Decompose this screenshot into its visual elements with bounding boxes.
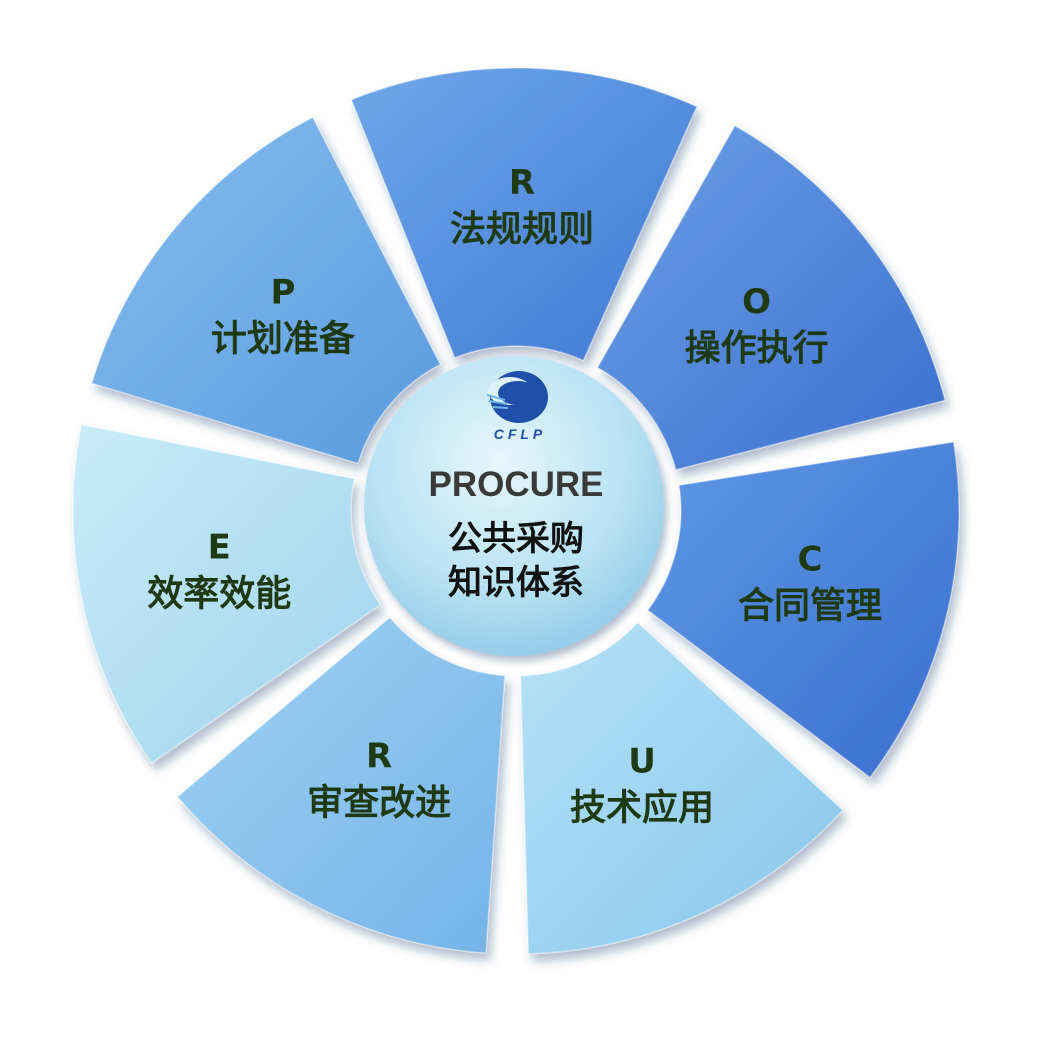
- segment-label-r-review: 审查改进: [307, 782, 451, 823]
- segment-letter-e: E: [208, 528, 231, 568]
- center-circle: [364, 356, 664, 656]
- segment-label-o: 操作执行: [685, 328, 829, 369]
- segment-letter-o: O: [742, 282, 771, 322]
- segment-label-u: 技术应用: [570, 788, 714, 829]
- segment-o: O 操作执行: [596, 125, 946, 471]
- center-hub: CFLP PROCURE 公共采购 知识体系: [364, 356, 664, 656]
- segment-label-e: 效率效能: [147, 574, 291, 615]
- segment-label-c: 合同管理: [738, 585, 882, 626]
- center-line-1: 公共采购: [448, 519, 584, 559]
- segment-shape-r-regulation: [350, 67, 698, 362]
- segment-u: U 技术应用: [519, 621, 844, 955]
- segment-label-p: 计划准备: [211, 318, 356, 359]
- segment-letter-p: P: [270, 272, 295, 312]
- segment-letter-u: U: [628, 742, 656, 782]
- segment-r-regulation: R 法规规则: [350, 67, 698, 362]
- segment-e: E 效率效能: [72, 423, 382, 764]
- segment-c: C 合同管理: [647, 441, 960, 779]
- logo-text: CFLP: [494, 426, 547, 442]
- segment-letter-c: C: [798, 539, 823, 579]
- segment-shape-o: [596, 125, 946, 471]
- segment-letter-r-review: R: [366, 736, 392, 776]
- segment-label-r-regulation: 法规规则: [450, 209, 594, 250]
- segment-r-review: R 审查改进: [176, 616, 506, 954]
- center-line-2: 知识体系: [448, 563, 584, 603]
- segments-layer: P 计划准备 R 法规规则 O 操作执行 C 合同管理 U 技术应用 R 审查改进 E 效率效能: [72, 67, 960, 955]
- segment-shape-e: [72, 423, 382, 764]
- segment-shape-p: [91, 116, 442, 465]
- segment-p: P 计划准备: [91, 116, 442, 465]
- segment-shape-r-review: [176, 616, 506, 954]
- segment-shape-c: [647, 441, 960, 779]
- segment-letter-r-regulation: R: [509, 163, 535, 203]
- segment-shape-u: [519, 621, 844, 955]
- center-title: PROCURE: [428, 465, 603, 504]
- cflp-logo-icon: [486, 371, 548, 423]
